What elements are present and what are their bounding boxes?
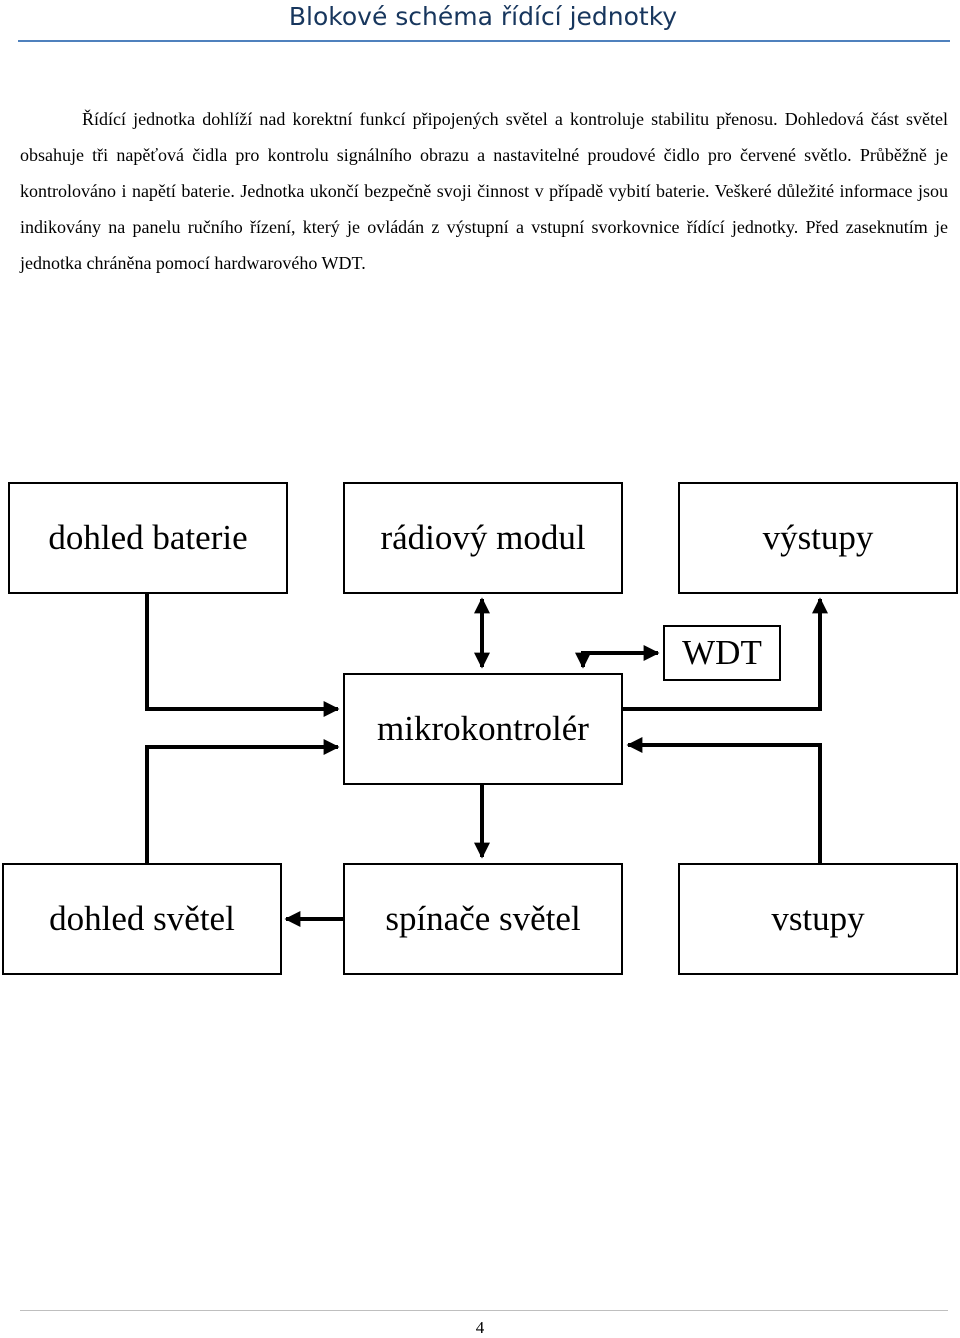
block-light-monitor: dohled světel: [2, 863, 282, 975]
page-title: Blokové schéma řídící jednotky: [288, 2, 678, 31]
page-number: 4: [475, 1318, 485, 1337]
battery-mcu-arrow: [145, 593, 340, 717]
block-outputs: výstupy: [678, 482, 958, 594]
block-battery-monitor: dohled baterie: [8, 482, 288, 594]
inputs-mcu-arrow: [626, 737, 822, 863]
block-radio-module: rádiový modul: [343, 482, 623, 594]
lightmon-mcu-arrow: [145, 739, 340, 863]
mcu-outputs-arrow: [622, 597, 828, 711]
footer-rule: [20, 1310, 948, 1311]
block-wdt: WDT: [663, 625, 781, 681]
block-light-switches: spínače světel: [343, 863, 623, 975]
block-microcontroller: mikrokontrolér: [343, 673, 623, 785]
wdt-mcu-arrow: [575, 645, 660, 669]
title-underline: [18, 40, 950, 42]
body-paragraph: Řídící jednotka dohlíží nad korektní fun…: [20, 109, 948, 273]
block-inputs: vstupy: [678, 863, 958, 975]
